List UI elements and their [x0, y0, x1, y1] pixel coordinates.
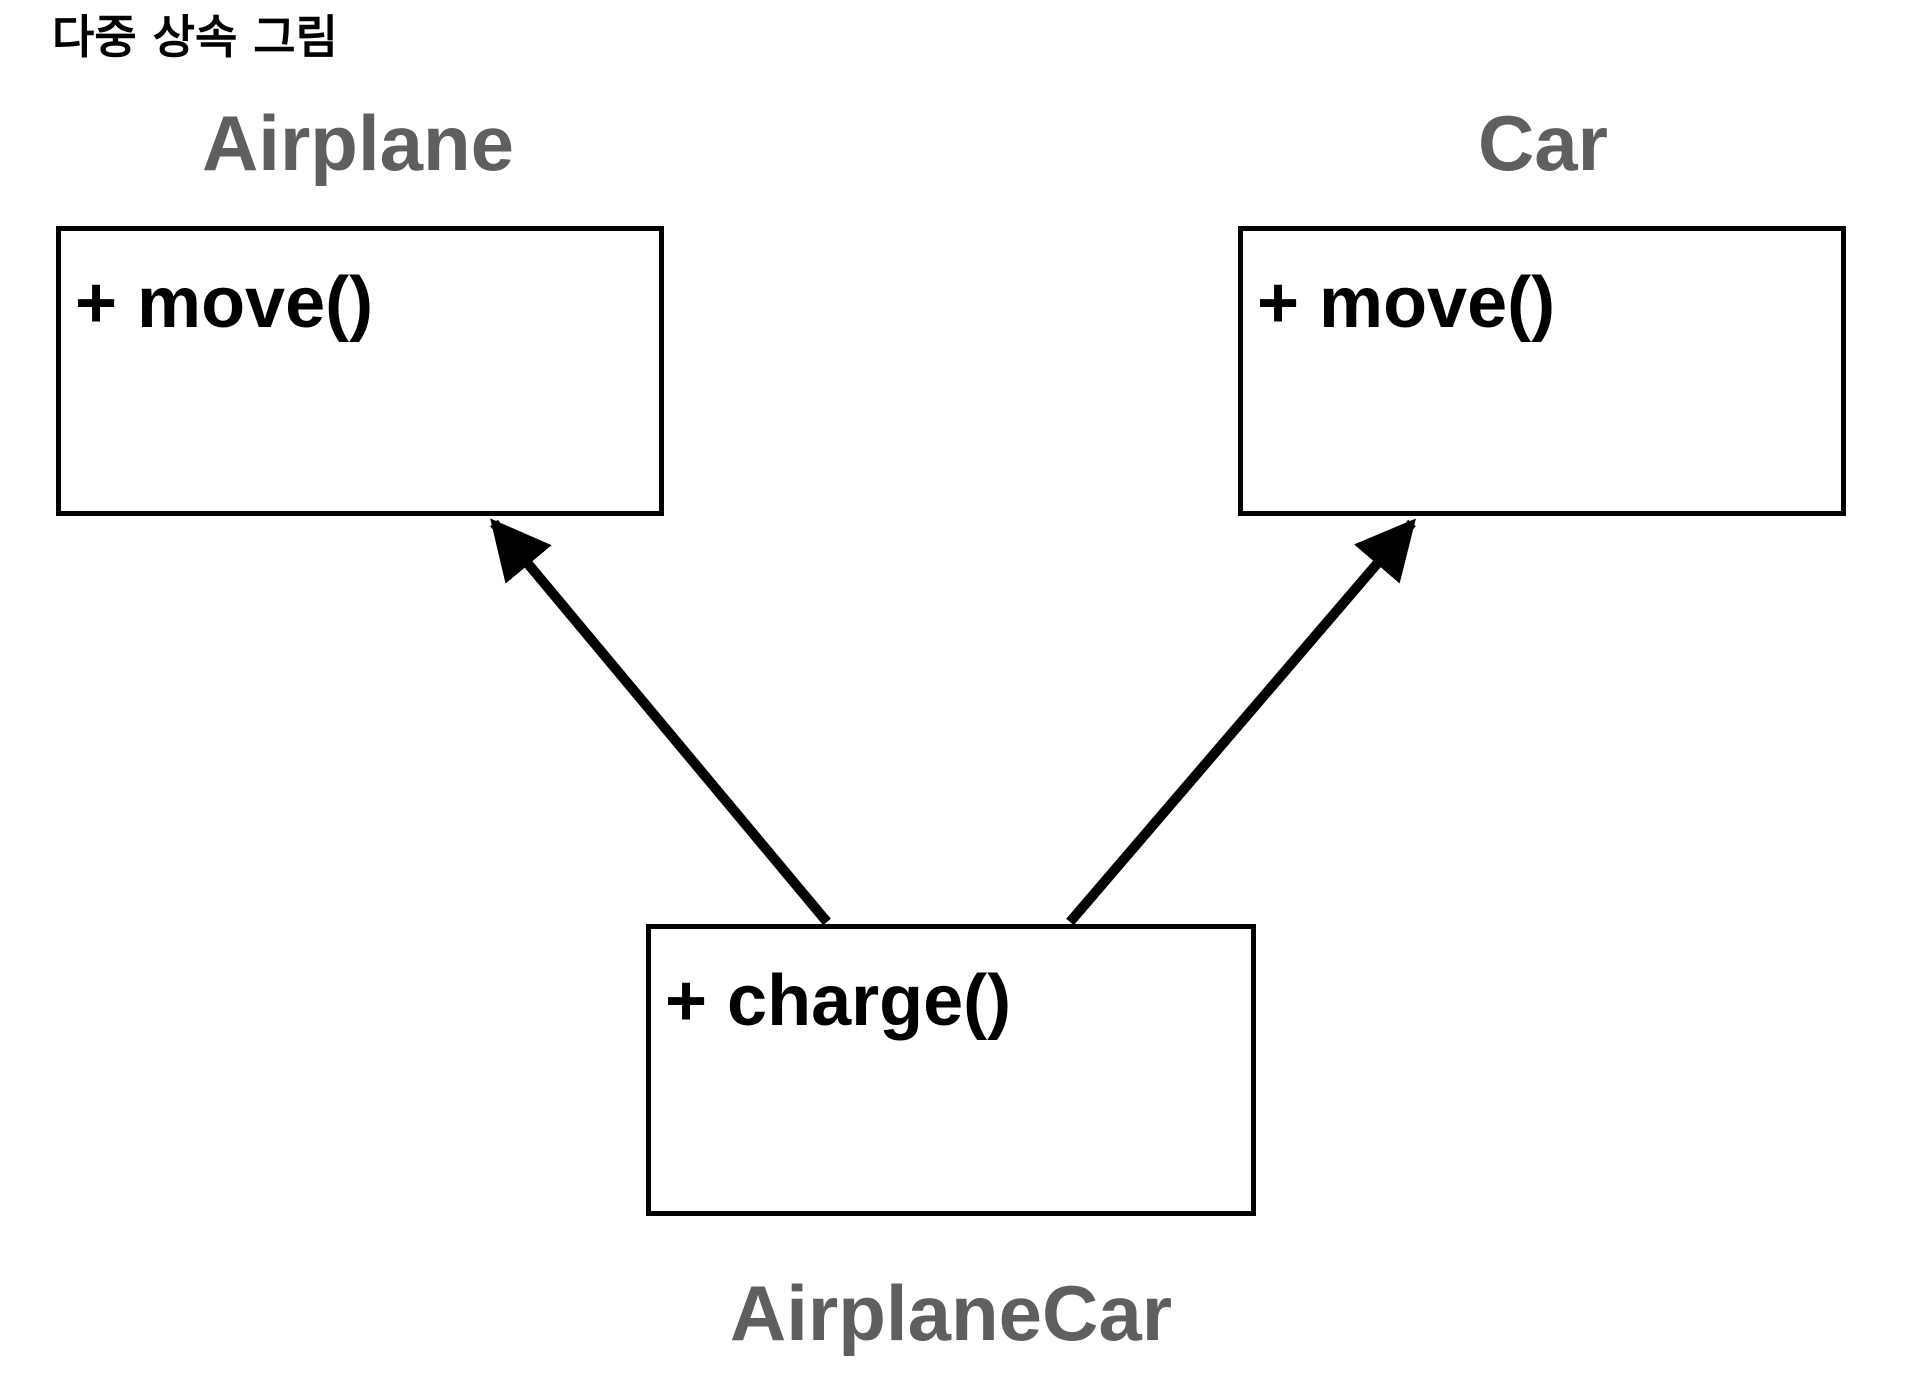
class-box-airplane: + move() [56, 226, 664, 516]
method-airplanecar-charge: + charge() [665, 961, 1012, 1041]
method-car-move: + move() [1257, 263, 1556, 343]
class-name-airplanecar: AirplaneCar [729, 1269, 1173, 1357]
page-title: 다중 상속 그림 [52, 10, 338, 64]
class-name-airplane: Airplane [201, 99, 515, 187]
arrow-airplanecar-to-airplane [490, 518, 831, 926]
class-box-airplanecar: + charge() [646, 924, 1256, 1216]
class-name-car: Car [1477, 99, 1609, 187]
class-box-car: + move() [1238, 226, 1846, 516]
method-airplane-move: + move() [75, 263, 374, 343]
arrow-airplanecar-to-car [1066, 518, 1416, 926]
